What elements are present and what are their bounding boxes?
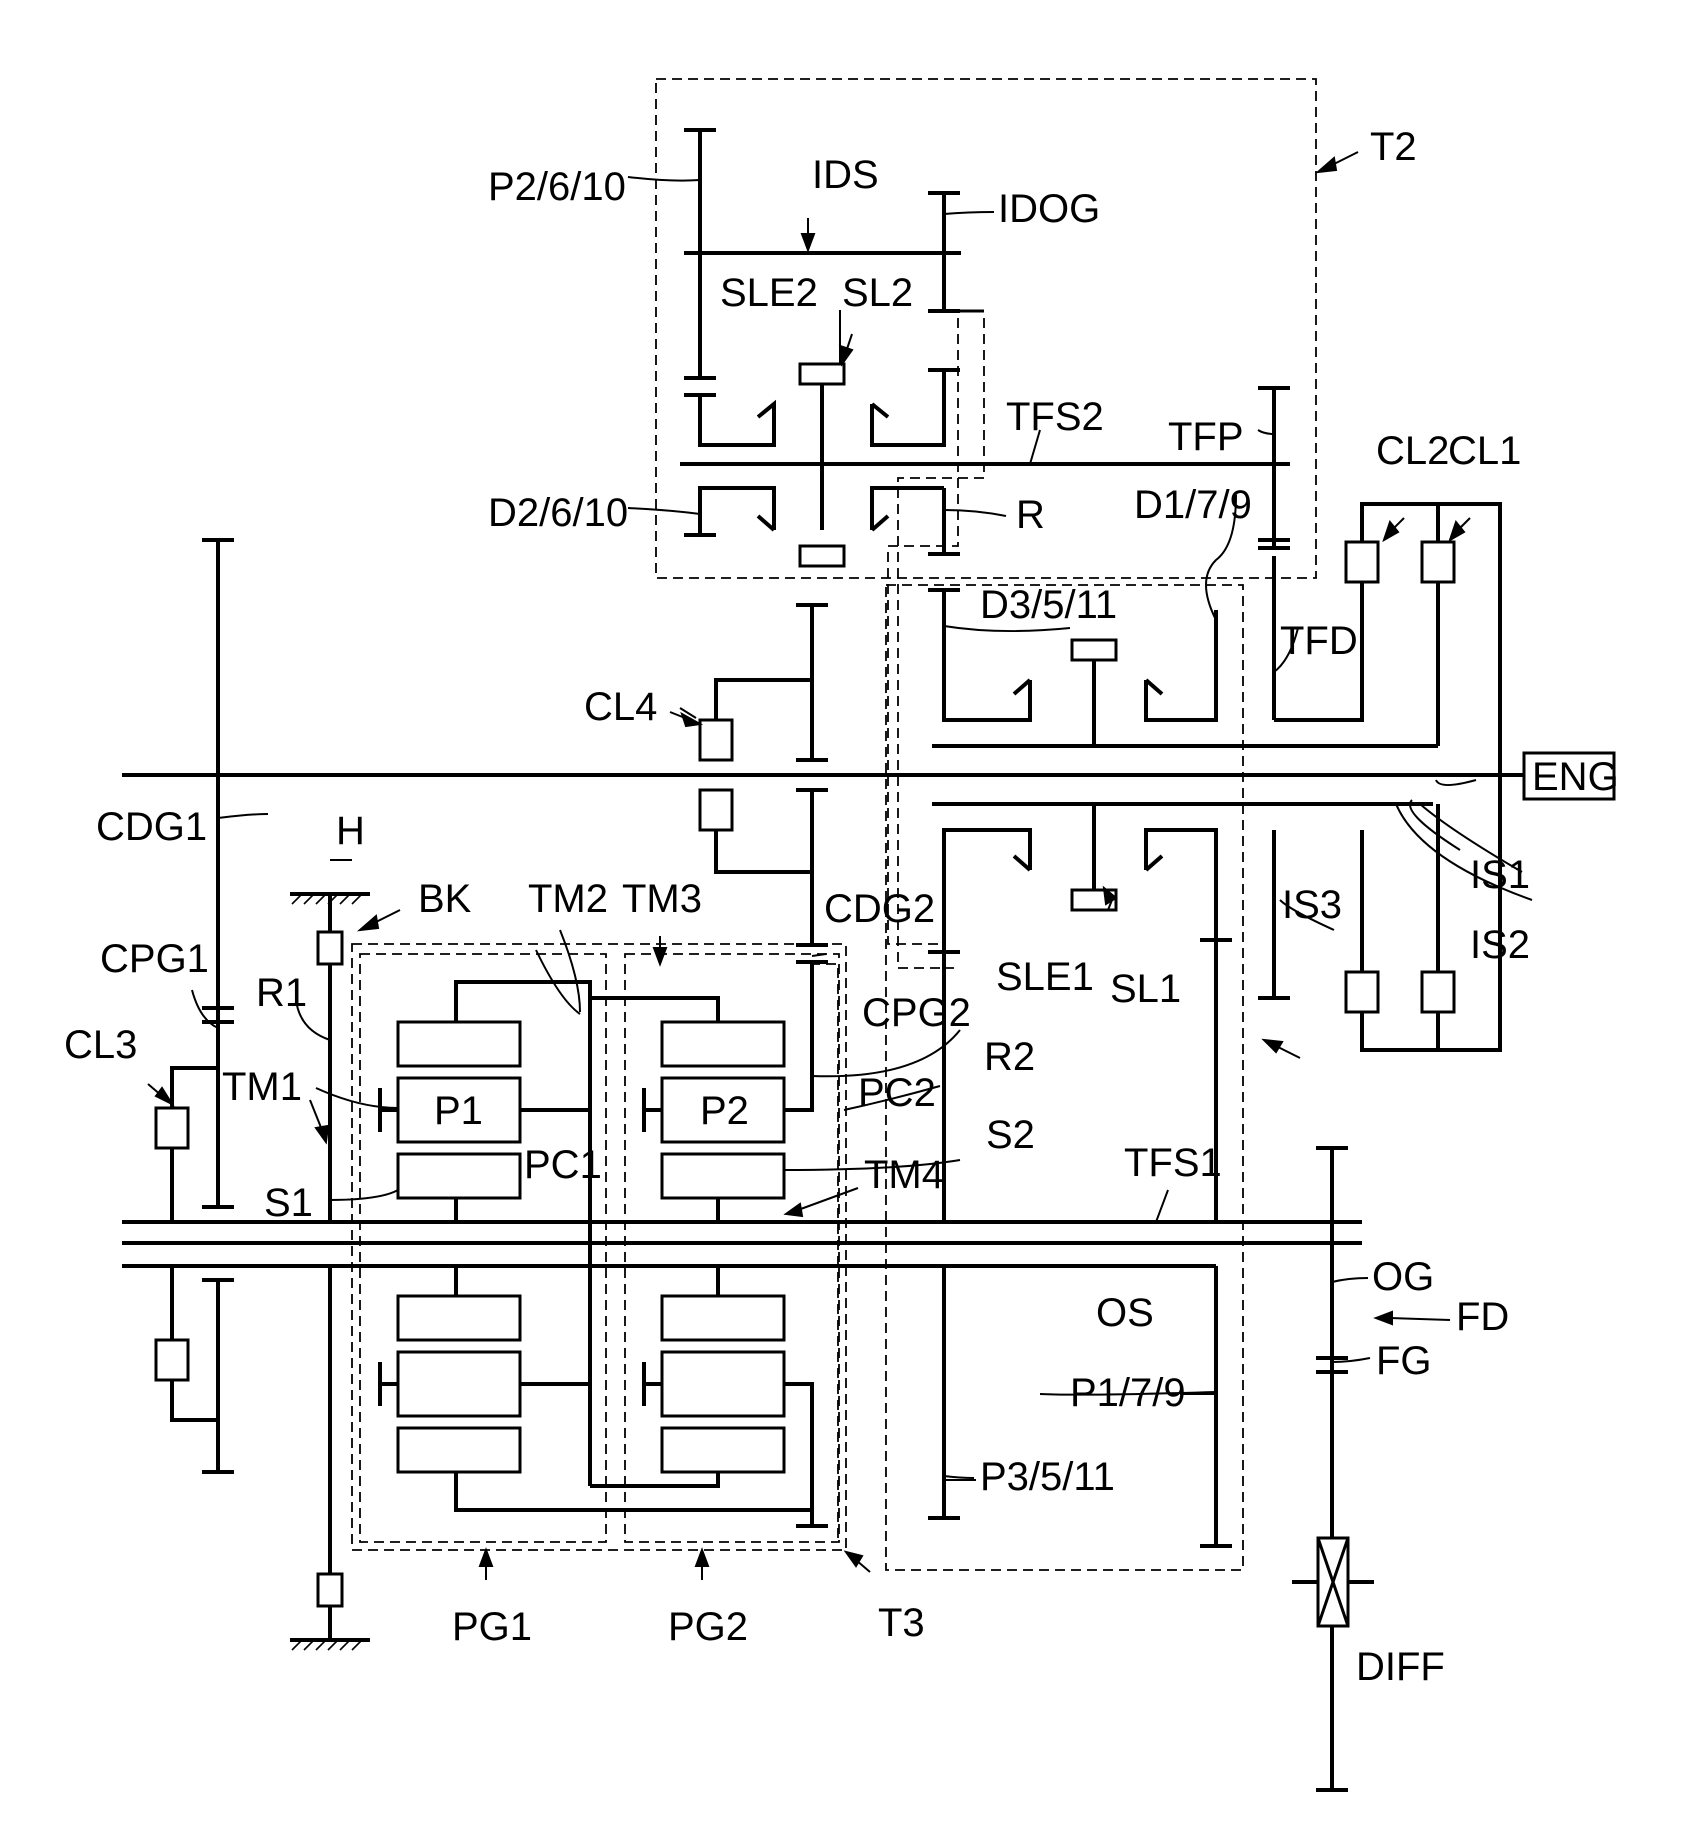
t2-output-boundary: [898, 318, 984, 968]
label-diff: DIFF: [1356, 1645, 1445, 1689]
cdg2-boundary: [810, 964, 838, 1540]
ring-r1-upper: [398, 1022, 520, 1066]
label-tm2: TM2: [528, 877, 608, 921]
label-t2: T2: [1370, 125, 1417, 169]
label-tm4: TM4: [864, 1153, 944, 1197]
label-p1: P1: [434, 1089, 483, 1133]
label-fg: FG: [1376, 1339, 1432, 1383]
label-cl1: CL1: [1448, 429, 1521, 473]
label-tfp: TFP: [1168, 415, 1244, 459]
label-d3-5-11: D3/5/11: [980, 583, 1117, 627]
label-p2: P2: [700, 1089, 749, 1133]
label-d1-7-9: D1/7/9: [1134, 483, 1252, 527]
ring-r1-lower: [398, 1428, 520, 1472]
label-sle1: SLE1: [996, 955, 1094, 999]
label-idog: IDOG: [998, 187, 1100, 231]
clutch-cl4-lower: [700, 790, 732, 830]
sleeve-lower-t2: [800, 546, 844, 566]
label-p3-5-11: P3/5/11: [980, 1455, 1115, 1499]
label-cl4: CL4: [584, 685, 657, 729]
t2-output-boundary-inner: [888, 318, 958, 944]
label-h: H: [336, 809, 365, 853]
label-tm1: TM1: [222, 1065, 302, 1109]
clutch-cl1-lower: [1422, 972, 1454, 1012]
label-s2: S2: [986, 1113, 1035, 1157]
label-tfs2: TFS2: [1006, 395, 1104, 439]
ring-r2-upper: [662, 1022, 784, 1066]
module-t1-boundary: [886, 585, 1243, 1570]
label-eng: ENG: [1532, 755, 1619, 799]
sun-s1-lower: [398, 1296, 520, 1340]
label-cpg2: CPG2: [862, 991, 971, 1035]
label-is2: IS2: [1470, 923, 1530, 967]
label-s1: S1: [264, 1181, 313, 1225]
pinion-p2-lower: [662, 1352, 784, 1416]
label-og: OG: [1372, 1255, 1434, 1299]
label-os: OS: [1096, 1291, 1154, 1335]
label-p1-7-9: P1/7/9: [1070, 1371, 1186, 1415]
label-pc2: PC2: [858, 1071, 936, 1115]
label-cl3: CL3: [64, 1023, 137, 1067]
clutch-cl2-upper: [1346, 542, 1378, 582]
label-sl1: SL1: [1110, 967, 1181, 1011]
label-tm3: TM3: [622, 877, 702, 921]
label-r2: R2: [984, 1035, 1035, 1079]
label-pg2: PG2: [668, 1605, 748, 1649]
sleeve-upper-t1: [1072, 640, 1116, 660]
label-pc1: PC1: [524, 1143, 602, 1187]
label-r1: R1: [256, 971, 307, 1015]
label-t3: T3: [878, 1601, 925, 1645]
cl4-cdg2: [700, 605, 828, 962]
ring-r2-lower: [662, 1428, 784, 1472]
clutch-cl2-lower: [1346, 972, 1378, 1012]
label-cdg2: CDG2: [824, 887, 935, 931]
label-cdg1: CDG1: [96, 805, 207, 849]
label-cl2: CL2: [1376, 429, 1449, 473]
clutch-cl1-upper: [1422, 542, 1454, 582]
sun-s2-upper: [662, 1154, 784, 1198]
clutch-cl3-upper: [156, 1108, 188, 1148]
label-cpg1: CPG1: [100, 937, 209, 981]
label-pg1: PG1: [452, 1605, 532, 1649]
label-r: R: [1016, 493, 1045, 537]
label-bk: BK: [418, 877, 472, 921]
sun-s2-lower: [662, 1296, 784, 1340]
label-sl2: SL2: [842, 271, 913, 315]
label-sle2: SLE2: [720, 271, 818, 315]
clutch-cl3-lower: [156, 1340, 188, 1380]
label-tfs1: TFS1: [1124, 1141, 1222, 1185]
sun-s1-upper: [398, 1154, 520, 1198]
label-fd: FD: [1456, 1295, 1509, 1339]
label-is1: IS1: [1470, 853, 1530, 897]
label-ids: IDS: [812, 153, 879, 197]
label-is3: IS3: [1282, 883, 1342, 927]
sleeve-sle2: [800, 364, 844, 384]
module-boundaries: [352, 79, 1316, 1570]
clutch-cl4-upper: [700, 720, 732, 760]
pinion-p1-lower: [398, 1352, 520, 1416]
label-tfd: TFD: [1280, 619, 1358, 663]
brake-bk-lower: [318, 1574, 342, 1606]
cdg1-cl3: [156, 540, 234, 1472]
label-p2-6-10: P2/6/10: [488, 165, 626, 209]
label-d2-6-10: D2/6/10: [488, 491, 628, 535]
brake-bk-upper: [318, 932, 342, 964]
